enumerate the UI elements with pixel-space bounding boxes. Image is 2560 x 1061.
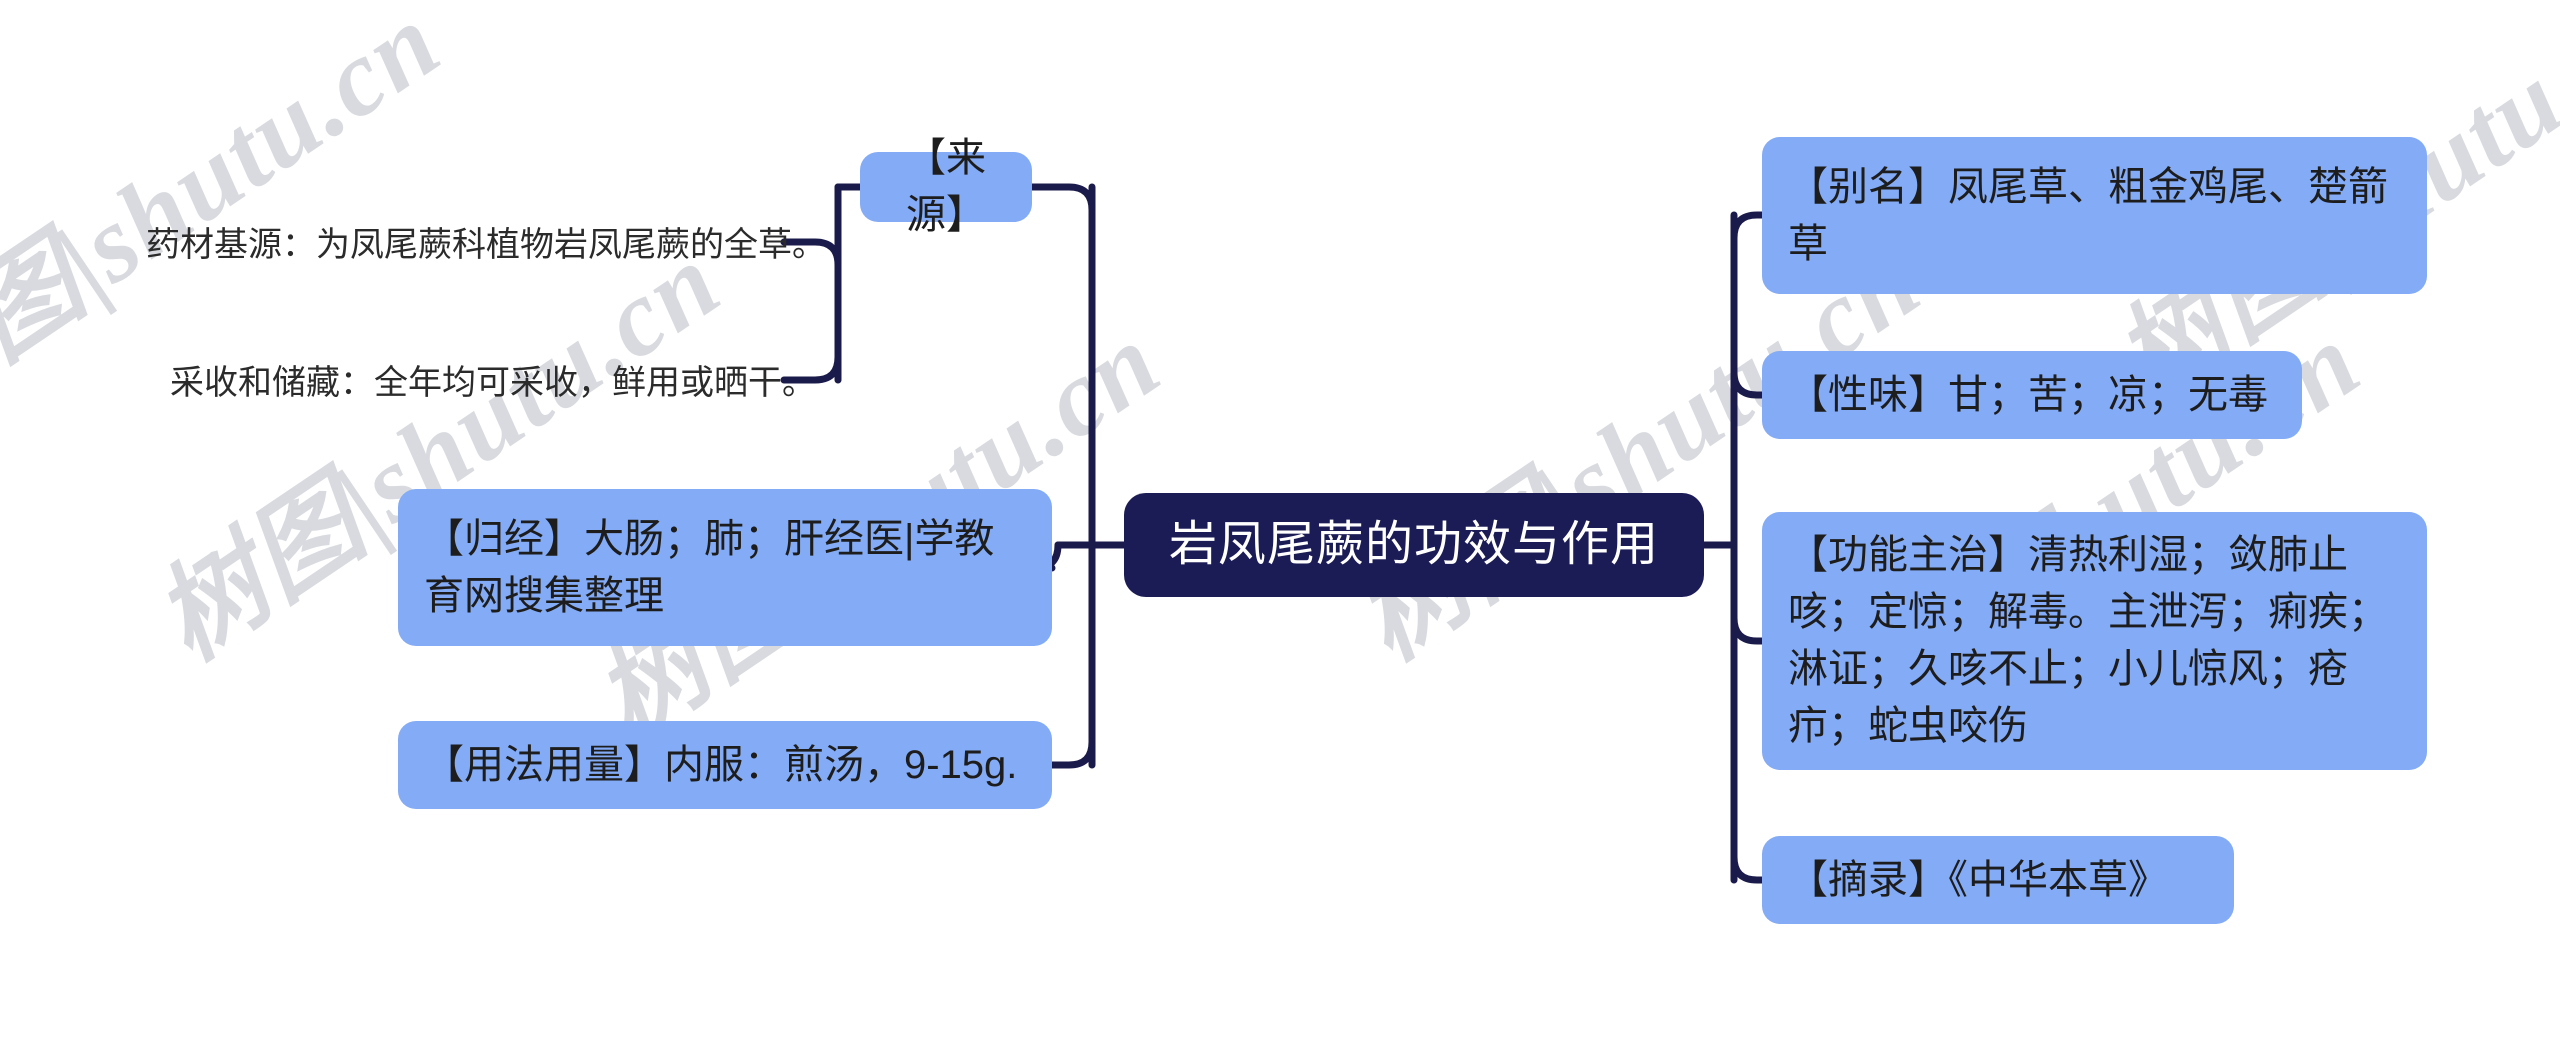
leaf-label-yaocai-jiyuan: 药材基源：为凤尾蕨科植物岩凤尾蕨的全草。 [146,226,826,264]
connector-right-to-gongneng [1730,614,1766,645]
node-gongneng-zhuzhi-label: 【功能主治】清热利湿；敛肺止咳；定惊；解毒。主泄泻；痢疾；淋证；久咳不止；小儿惊… [1788,533,2388,748]
node-guijing[interactable]: 【归经】大肠；肺；肝经医|学教育网搜集整理 [398,489,1052,646]
node-bieming-label: 【别名】凤尾草、粗金鸡尾、楚箭草 [1788,164,2388,266]
leaf-label-caishou-chucang: 采收和储藏：全年均可采收，鲜用或晒干。 [170,364,816,402]
connector-right-to-xingwei [1730,368,1766,399]
node-zhailu-label: 【摘录】《中华本草》 [1788,857,2168,902]
connector-right-to-bieming [1730,211,1766,242]
node-laiyuan-label: 【来源】 [906,136,986,237]
node-xingwei-label: 【性味】甘；苦；凉；无毒 [1788,372,2268,417]
node-xingwei[interactable]: 【性味】甘；苦；凉；无毒 [1762,351,2302,439]
node-bieming[interactable]: 【别名】凤尾草、粗金鸡尾、楚箭草 [1762,137,2427,294]
connector-left-to-laiyuan [1028,183,1096,214]
node-zhailu[interactable]: 【摘录】《中华本草》 [1762,836,2234,924]
node-root[interactable]: 岩凤尾蕨的功效与作用 [1124,493,1704,597]
node-gongneng-zhuzhi[interactable]: 【功能主治】清热利湿；敛肺止咳；定惊；解毒。主泄泻；痢疾；淋证；久咳不止；小儿惊… [1762,512,2427,770]
node-yongfa-yongliang-label: 【用法用量】内服：煎汤，9-15g. [424,742,1018,787]
node-root-label: 岩凤尾蕨的功效与作用 [1168,517,1659,571]
node-laiyuan[interactable]: 【来源】 [860,136,1032,237]
node-guijing-label: 【归经】大肠；肺；肝经医|学教育网搜集整理 [424,516,995,618]
connector-right-to-zhailu [1730,853,1766,884]
node-yongfa-yongliang[interactable]: 【用法用量】内服：煎汤，9-15g. [398,721,1052,809]
